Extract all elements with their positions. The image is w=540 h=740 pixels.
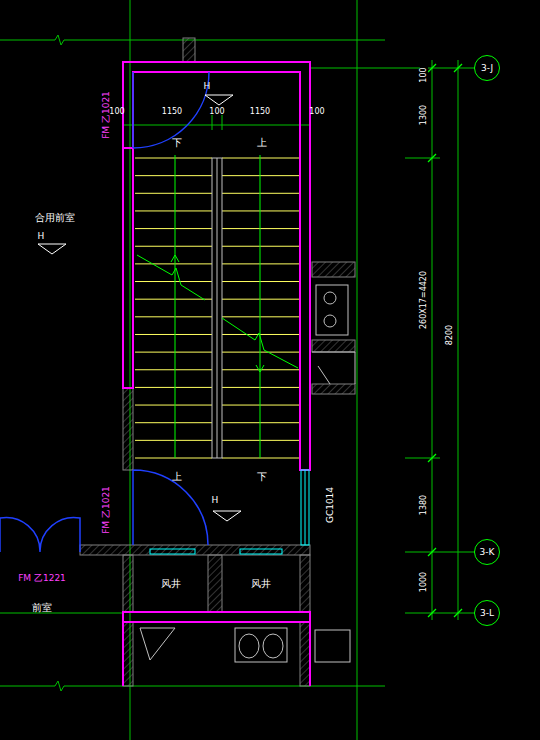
dimension: 1000 <box>420 571 428 593</box>
dimension: 1150 <box>161 108 183 116</box>
level-mark: H <box>203 82 212 91</box>
grid-label: 3-K <box>480 548 495 557</box>
grid-bubble: 3-J <box>474 55 500 81</box>
grid-bubble: 3-K <box>474 539 500 565</box>
dimension: 260X17=4420 <box>420 270 428 330</box>
grid-bubble: 3-L <box>474 600 500 626</box>
grid-label: 3-J <box>481 64 493 73</box>
shaft-room: 风井 <box>223 556 299 611</box>
level-mark: H <box>37 232 46 241</box>
stair-direction: 下 <box>171 138 183 148</box>
stair-direction: 上 <box>171 472 183 482</box>
dimension: 100 <box>420 66 428 83</box>
dimension: 100 <box>108 108 125 116</box>
shaft-room: 风井 <box>134 556 207 611</box>
door-tag: FM 乙1221 <box>17 574 67 583</box>
dimension: 100 <box>208 108 225 116</box>
stair-direction: 下 <box>256 472 268 482</box>
stair-direction: 上 <box>256 138 268 148</box>
grid-label: 3-L <box>480 609 494 618</box>
room-name: 合用前室 <box>34 213 76 223</box>
dimension: 1150 <box>249 108 271 116</box>
door-tag: FM 乙1021 <box>102 90 111 140</box>
room-name: 前室 <box>31 603 53 613</box>
dimension: 1300 <box>420 104 428 126</box>
level-mark: H <box>211 496 220 505</box>
dimension: 8200 <box>446 324 454 346</box>
dimension: 100 <box>308 108 325 116</box>
window-tag: GC1014 <box>326 486 335 524</box>
room-name: 风井 <box>161 579 181 589</box>
room-name: 风井 <box>251 579 271 589</box>
door-tag: FM 乙1021 <box>102 485 111 535</box>
dimension: 1380 <box>420 494 428 516</box>
